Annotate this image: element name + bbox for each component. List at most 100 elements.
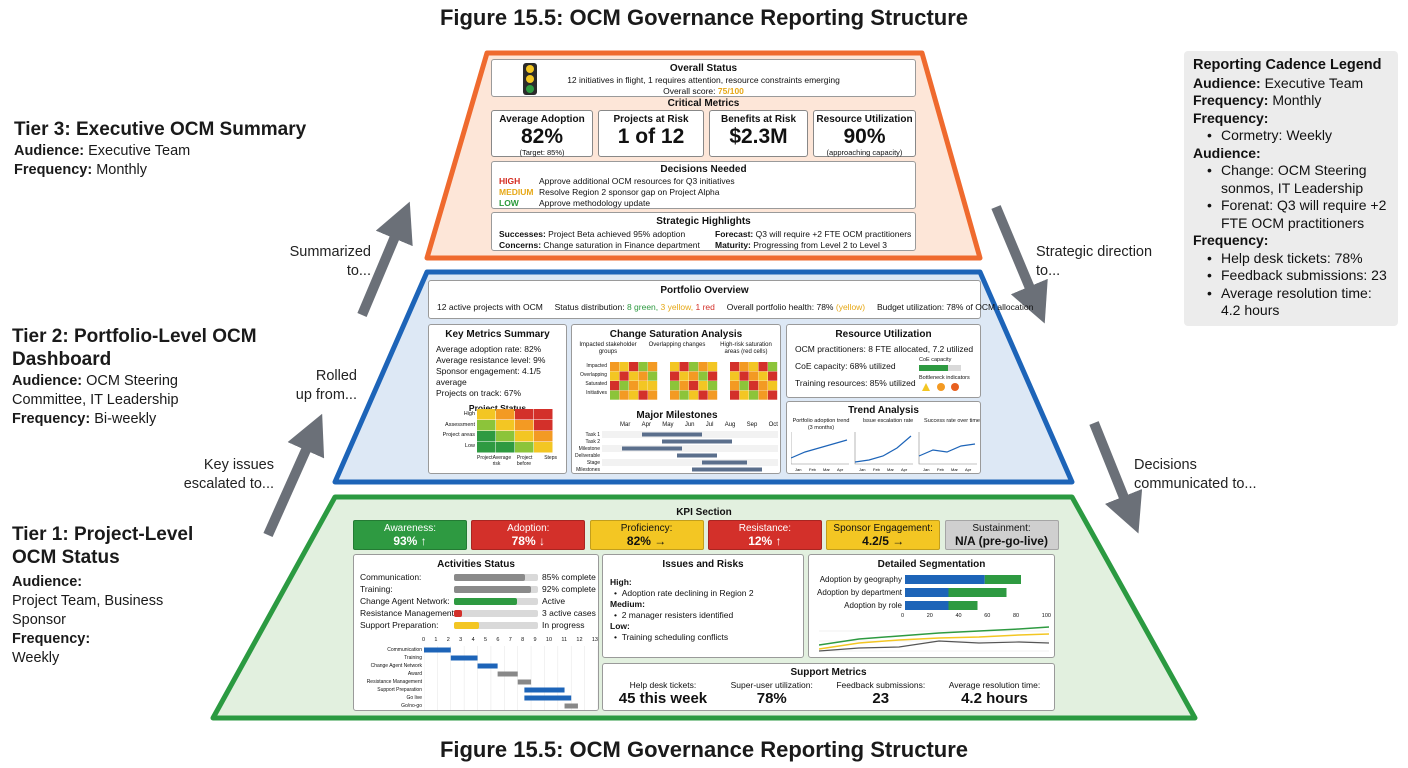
activity-progress-bar-3 xyxy=(454,610,538,617)
legend-heading-3: Frequency: xyxy=(1193,109,1269,126)
project-status-cell xyxy=(496,409,515,420)
milestone-row-bg xyxy=(602,445,778,452)
gantt-tick-10: 10 xyxy=(545,637,553,643)
saturation-cell xyxy=(619,371,629,381)
strategic-highlights-panel: Strategic Highlights Successes: Project … xyxy=(491,212,916,251)
saturation-cell xyxy=(679,362,689,372)
issues-list: High: • Adoption rate declining in Regio… xyxy=(610,577,754,642)
support-metric-feedback: Feedback submissions:23 xyxy=(836,680,926,707)
highlights-title: Strategic Highlights xyxy=(656,216,751,227)
issues-title: Issues and Risks xyxy=(662,559,744,570)
saturation-cell xyxy=(689,390,699,400)
saturation-cell xyxy=(730,371,740,381)
gantt-row-label-6: Go live xyxy=(406,695,422,701)
highlight-maturity: Maturity: Progressing from Level 2 to Le… xyxy=(715,240,887,250)
gantt-tick-5: 5 xyxy=(483,637,488,643)
gantt-tick-8: 8 xyxy=(521,637,525,643)
gantt-bar-2 xyxy=(477,663,498,669)
saturation-cell xyxy=(629,381,639,391)
res-line-1: OCM practitioners: 8 FTE allocated, 7.2 … xyxy=(795,344,974,354)
gantt-bar-4 xyxy=(517,679,532,685)
activity-label-2: Change Agent Network: xyxy=(360,596,450,606)
saturation-cell xyxy=(648,381,658,391)
trend-axis-2 xyxy=(918,432,977,465)
legend-list-5: Help desk tickets: 78%Feedback submissio… xyxy=(1193,250,1389,320)
activities-title: Activities Status xyxy=(437,559,515,570)
gantt-row-label-3: Award xyxy=(407,671,422,677)
gantt-row-label-0: Communication xyxy=(387,647,422,653)
milestone-row-bg xyxy=(602,466,778,473)
saturation-cell xyxy=(708,371,718,381)
gantt-tick-9: 9 xyxy=(533,637,537,643)
trend-tick-label: Apr xyxy=(837,467,844,472)
segmentation-bar-green-1 xyxy=(948,588,1007,597)
saturation-cell xyxy=(638,362,648,372)
activity-progress-bar-1 xyxy=(454,586,538,593)
saturation-cell xyxy=(739,362,749,372)
reporting-cadence-legend: Reporting Cadence Legend Audience: Execu… xyxy=(1184,51,1398,326)
activity-label-1: Training: xyxy=(360,584,393,594)
saturation-cell xyxy=(638,381,648,391)
saturation-heatmaps xyxy=(610,362,778,400)
gantt-bar-5 xyxy=(524,687,565,693)
saturation-cell xyxy=(749,371,759,381)
activity-progress-bar-0 xyxy=(454,574,538,581)
project-status-cell xyxy=(534,431,553,442)
project-status-cell xyxy=(496,442,515,453)
segmentation-trend-lines xyxy=(819,626,1049,652)
gantt-bar-1 xyxy=(450,655,478,661)
tier2-meta: Audience: OCM Steering Committee, IT Lea… xyxy=(12,373,179,427)
trend-tick-label: Apr xyxy=(901,467,908,472)
highlight-concerns: Concerns: Change saturation in Finance d… xyxy=(499,240,700,250)
activity-status-3: 3 active cases xyxy=(542,608,596,618)
trend-tick-label: Apr xyxy=(965,467,972,472)
saturation-cell xyxy=(689,381,699,391)
saturation-cell xyxy=(689,362,699,372)
arrow-decisions xyxy=(1089,421,1143,534)
saturation-cell xyxy=(689,371,699,381)
saturation-cell xyxy=(670,371,680,381)
kpi-tile-4: Sponsor Engagement:4.2/5 → xyxy=(826,520,941,550)
issues-risks-panel: Issues and Risks High: • Adoption rate d… xyxy=(602,554,804,658)
project-status-title: Project Status xyxy=(468,403,527,413)
support-metric-resolution: Average resolution time:4.2 hours xyxy=(948,680,1041,707)
gantt-tick-3: 3 xyxy=(459,637,463,643)
segmentation-bar-blue-2 xyxy=(905,601,949,610)
res-line-3: Training resources: 85% utilized xyxy=(795,378,916,388)
saturation-cell xyxy=(619,362,629,372)
milestone-row-bg xyxy=(602,459,778,466)
project-status-cell xyxy=(477,409,496,420)
project-status-cell xyxy=(496,420,515,431)
saturation-cell xyxy=(768,371,778,381)
gantt-row-label-1: Training xyxy=(404,655,422,661)
key-metrics-summary-panel: Key Metrics Summary Average adoption rat… xyxy=(428,324,567,474)
portfolio-overview-title: Portfolio Overview xyxy=(660,285,749,296)
saturation-cell xyxy=(708,390,718,400)
portfolio-overview-panel: Portfolio Overview 12 active projects wi… xyxy=(428,280,1033,319)
gantt-row-label-5: Support Preparation xyxy=(377,687,422,693)
kpi-tile-1: Adoption:78% ↓ xyxy=(471,520,586,550)
project-status-cell xyxy=(534,442,553,453)
project-status-cell xyxy=(515,409,534,420)
activity-progress-bar-4 xyxy=(454,622,538,629)
gantt-tick-1: 1 xyxy=(434,637,438,643)
milestone-bar-3 xyxy=(677,453,717,458)
activity-label-3: Resistance Management: xyxy=(360,608,457,618)
gantt-tick-0: 0 xyxy=(422,637,426,643)
saturation-cell xyxy=(610,390,620,400)
kpi-section-title: KPI Section xyxy=(676,507,732,518)
res-line-2: CoE capacity: 68% utilized xyxy=(795,361,896,371)
saturation-cell xyxy=(768,390,778,400)
kms-title: Key Metrics Summary xyxy=(445,329,550,340)
resource-title: Resource Utilization xyxy=(835,329,932,340)
saturation-cell xyxy=(638,371,648,381)
segmentation-bar-blue-0 xyxy=(905,575,985,584)
trend-tick-label: Feb xyxy=(809,467,817,472)
saturation-cell xyxy=(739,390,749,400)
